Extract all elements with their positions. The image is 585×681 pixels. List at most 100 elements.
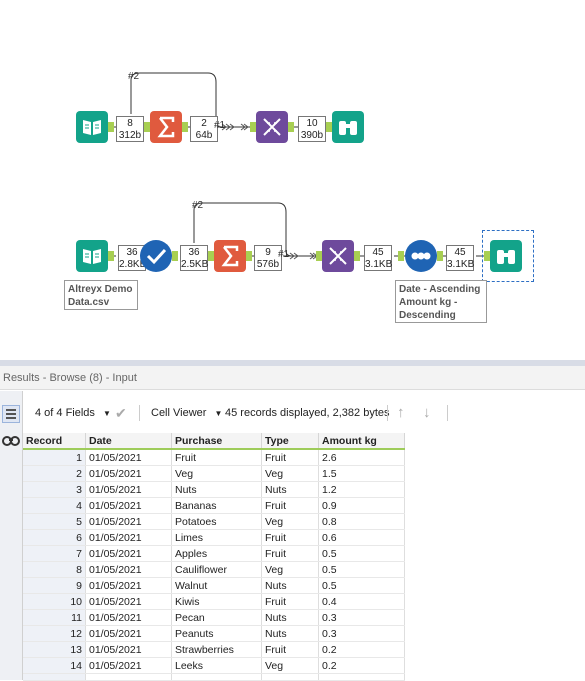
row-number-cell[interactable]: 2 [23, 465, 86, 482]
table-cell[interactable]: 01/05/2021 [85, 465, 172, 482]
append-fields-tool[interactable] [256, 111, 288, 143]
table-cell[interactable]: 01/05/2021 [85, 609, 172, 626]
table-cell[interactable]: 0.5 [318, 561, 405, 578]
table-cell[interactable]: 01/05/2021 [85, 561, 172, 578]
input-anchor[interactable] [484, 251, 490, 261]
table-cell[interactable]: Veg [261, 561, 319, 578]
row-number-cell[interactable]: 12 [23, 625, 86, 642]
table-cell[interactable]: 0.2 [318, 641, 405, 658]
arrow-up-icon[interactable]: ↑ [397, 404, 405, 421]
table-cell[interactable]: 1.5 [318, 465, 405, 482]
table-cell[interactable]: 2.6 [318, 449, 405, 466]
table-cell[interactable]: 01/05/2021 [85, 577, 172, 594]
table-cell[interactable]: 01/05/2021 [85, 497, 172, 514]
output-anchor[interactable] [108, 122, 114, 132]
table-cell[interactable]: Cauliflower [171, 561, 262, 578]
input-data-tool[interactable] [76, 111, 108, 143]
table-cell[interactable]: Apples [171, 545, 262, 562]
row-number-cell[interactable]: 6 [23, 529, 86, 546]
table-cell[interactable]: Limes [171, 529, 262, 546]
table-cell[interactable]: 0.9 [318, 497, 405, 514]
table-cell[interactable]: Walnut [171, 577, 262, 594]
row-number-cell[interactable]: 4 [23, 497, 86, 514]
input-anchor[interactable] [144, 122, 150, 132]
table-cell[interactable]: Fruit [261, 545, 319, 562]
row-number-cell[interactable]: 7 [23, 545, 86, 562]
column-header-amount[interactable]: Amount kg [318, 433, 405, 450]
input-anchor[interactable] [398, 251, 404, 261]
table-cell[interactable]: 1.2 [318, 481, 405, 498]
output-anchor[interactable] [288, 122, 294, 132]
table-cell[interactable]: 01/05/2021 [85, 641, 172, 658]
table-cell[interactable]: 01/05/2021 [85, 513, 172, 530]
input-anchor[interactable] [316, 251, 322, 261]
output-anchor[interactable] [182, 122, 188, 132]
column-header-type[interactable]: Type [261, 433, 319, 450]
grid-view-button[interactable] [2, 405, 20, 423]
input-anchor[interactable] [208, 251, 214, 261]
summarize-tool[interactable] [150, 111, 182, 143]
table-cell[interactable]: 01/05/2021 [85, 449, 172, 466]
table-cell[interactable]: 0.2 [318, 657, 405, 674]
row-number-cell[interactable]: 11 [23, 609, 86, 626]
arrow-down-icon[interactable]: ↓ [423, 404, 431, 421]
column-header-date[interactable]: Date [85, 433, 172, 450]
sort-tool[interactable] [405, 240, 437, 272]
table-cell[interactable]: Veg [261, 465, 319, 482]
table-cell[interactable]: Nuts [261, 625, 319, 642]
table-cell[interactable]: Kiwis [171, 593, 262, 610]
table-cell[interactable]: 01/05/2021 [85, 593, 172, 610]
row-number-cell[interactable]: 5 [23, 513, 86, 530]
table-cell[interactable]: Leeks [171, 657, 262, 674]
browse-tool[interactable] [490, 240, 522, 272]
row-number-cell[interactable]: 9 [23, 577, 86, 594]
fields-dropdown[interactable]: 4 of 4 Fields ▼ [35, 400, 111, 427]
output-anchor[interactable] [246, 251, 252, 261]
row-number-cell[interactable]: 3 [23, 481, 86, 498]
table-cell[interactable]: Veg [261, 513, 319, 530]
column-header-record[interactable]: Record [23, 433, 86, 450]
row-number-cell[interactable]: 8 [23, 561, 86, 578]
table-cell[interactable]: Nuts [261, 577, 319, 594]
table-cell[interactable]: Veg [261, 657, 319, 674]
table-cell[interactable]: Fruit [261, 593, 319, 610]
table-cell[interactable]: Fruit [261, 497, 319, 514]
table-cell[interactable]: Peanuts [171, 625, 262, 642]
table-cell[interactable]: Bananas [171, 497, 262, 514]
table-cell[interactable]: 01/05/2021 [85, 529, 172, 546]
column-header-purchase[interactable]: Purchase [171, 433, 262, 450]
table-cell[interactable]: 0.4 [318, 593, 405, 610]
table-cell[interactable]: Potatoes [171, 513, 262, 530]
row-number-cell[interactable]: 13 [23, 641, 86, 658]
cell-viewer-dropdown[interactable]: Cell Viewer ▼ [151, 400, 222, 427]
browse-view-button[interactable] [2, 431, 20, 449]
output-anchor[interactable] [172, 251, 178, 261]
table-cell[interactable]: Strawberries [171, 641, 262, 658]
input-anchor[interactable] [250, 122, 256, 132]
output-anchor[interactable] [354, 251, 360, 261]
table-cell[interactable]: 01/05/2021 [85, 545, 172, 562]
output-anchor[interactable] [108, 251, 114, 261]
table-cell[interactable]: Veg [171, 465, 262, 482]
table-cell[interactable]: Fruit [261, 641, 319, 658]
table-cell[interactable]: Nuts [171, 481, 262, 498]
table-cell[interactable]: Fruit [171, 449, 262, 466]
append-fields-tool[interactable] [322, 240, 354, 272]
table-cell[interactable]: Fruit [261, 529, 319, 546]
table-cell[interactable]: Pecan [171, 609, 262, 626]
summarize-tool[interactable] [214, 240, 246, 272]
